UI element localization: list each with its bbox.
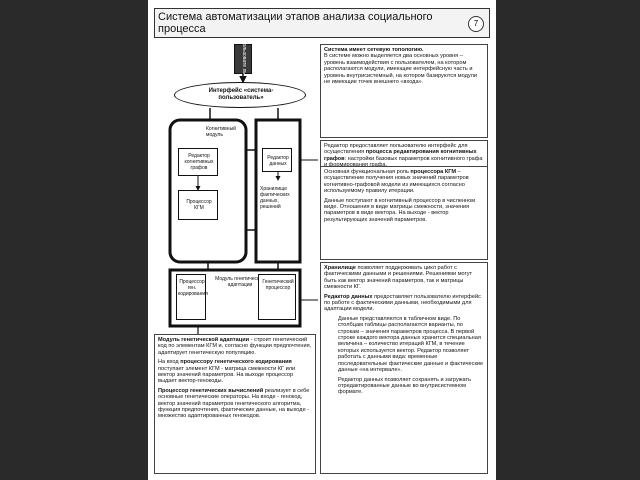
- processor-lead: Основная функциональная роль: [324, 169, 411, 175]
- store-bold: Хранилище: [324, 265, 356, 271]
- genetic-p1-bold: Модуль генетической адаптации: [158, 337, 250, 343]
- genetic-p2-bold: процессору генетического кодирования: [180, 359, 292, 366]
- processor-text: Основная функциональная роль процессора …: [320, 166, 488, 260]
- genetic-module-label: Модуль генетической адаптации: [215, 276, 265, 288]
- genetic-paragraph-3: Процессор генетических вычислений реализ…: [158, 388, 312, 420]
- store-text: Хранилище позволяет поддерживать цикл ра…: [320, 262, 488, 474]
- interface-node: Интерфейс «система-пользователь»: [174, 82, 306, 108]
- topology-text: Система имеет сетевую топологию. В систе…: [320, 44, 488, 138]
- genetic-p2-lead: На вход: [158, 359, 181, 366]
- editor-lead: Редактор предоставляет пользователю инте…: [324, 143, 468, 156]
- genetic-paragraph-1: Модуль генетической адаптации - строит г…: [158, 337, 312, 356]
- genetic-encoding-processor-node: Процессор ген. кодирования: [176, 274, 208, 320]
- data-store-label: Хранилище фактических данных, решений: [260, 186, 290, 210]
- data-editor-label: Редактор данных: [267, 155, 289, 167]
- graph-editor-node: Редактор когнитивных графов: [178, 148, 218, 176]
- store-paragraph-3: Данные представляются в табличном виде. …: [338, 315, 484, 374]
- graph-editor-label: Редактор когнитивных графов: [184, 153, 214, 171]
- store-paragraph-2: Редактор данных предоставляет пользовате…: [324, 294, 484, 313]
- page-number: 7: [468, 16, 484, 32]
- editor-tail: : настройки базовых параметров когнитивн…: [324, 155, 483, 168]
- genetic-p1-tail: - строит генетический код по элементам К…: [158, 337, 312, 356]
- cognitive-module-label: Когнитивный модуль: [206, 126, 236, 138]
- processor-tail: – осуществление получения новых значений…: [324, 169, 469, 195]
- store-paragraph-4: Редактор данных позволяет сохранять и за…: [338, 376, 472, 396]
- processor-bold: процессора КГМ: [410, 169, 457, 175]
- user-node: Пользовате ль: [234, 40, 252, 74]
- data-editor-bold: Редактор данных: [324, 293, 373, 300]
- page-title: Система автоматизации этапов анализа соц…: [158, 11, 433, 35]
- store-tail: позволяет поддерживать цикл работ с факт…: [324, 265, 473, 291]
- genetic-encoding-processor-label: Процессор ген. кодирования: [178, 279, 208, 297]
- title-box: Система автоматизации этапов анализа соц…: [154, 8, 490, 38]
- genetic-p2-tail: поступает элемент КГМ - матрица смежност…: [158, 365, 296, 385]
- processor-paragraph-2: Данные поступают в когнитивный процессор…: [324, 197, 476, 223]
- genetic-paragraph-2: На вход процессору генетического кодиров…: [158, 359, 312, 385]
- data-editor-tail: предоставляет пользователю интерфейс по …: [324, 293, 481, 313]
- editor-paragraph: Редактор предоставляет пользователю инте…: [324, 143, 484, 169]
- genetic-text: Модуль генетической адаптации - строит г…: [154, 334, 316, 474]
- slide: Система автоматизации этапов анализа соц…: [148, 0, 496, 480]
- genetic-p3-tail: реализует в себе основные генетические о…: [158, 387, 310, 420]
- topology-body: В системе можно выделяется два основных …: [324, 53, 477, 86]
- processor-paragraph: Основная функциональная роль процессора …: [324, 169, 484, 195]
- user-label: Пользовате ль: [241, 39, 247, 74]
- diagram-connectors: [168, 74, 318, 334]
- interface-label: Интерфейс «система-пользователь»: [208, 88, 274, 101]
- data-editor-node: Редактор данных: [262, 148, 292, 172]
- genetic-processor-label: Генетический процессор: [262, 279, 294, 291]
- editor-bold: процесса редактирования когнитивных граф…: [324, 149, 477, 162]
- store-paragraph: Хранилище позволяет поддерживать цикл ра…: [324, 265, 484, 291]
- genetic-p3-bold: Процессор генетических вычислений: [158, 387, 264, 394]
- topology-heading: Система имеет сетевую топологию.: [324, 47, 424, 53]
- kgm-processor-node: Процессор КГМ: [178, 190, 218, 220]
- genetic-processor-node: Генетический процессор: [258, 274, 296, 320]
- kgm-processor-label: Процессор КГМ: [186, 199, 212, 211]
